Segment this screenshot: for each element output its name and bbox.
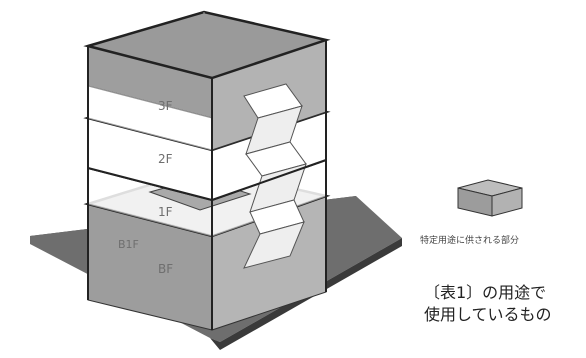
floor-label-bf: BF [158, 262, 174, 276]
legend-note-line1: 〔表1〕の用途で [424, 283, 547, 302]
legend-caption: 特定用途に供される部分 [420, 236, 520, 246]
floor-label-1f: 1F [158, 205, 173, 219]
legend-swatch-block [457, 179, 523, 217]
legend-note-line2: 使用しているもの [424, 305, 552, 324]
floor-label-b1f: B1F [118, 238, 139, 251]
floor-label-3f: 3F [158, 99, 173, 113]
floor-label-2f: 2F [158, 152, 173, 166]
staircase [243, 83, 307, 269]
building-edges [87, 12, 327, 330]
legend-note: 〔表1〕の用途で 使用しているもの [424, 282, 552, 326]
